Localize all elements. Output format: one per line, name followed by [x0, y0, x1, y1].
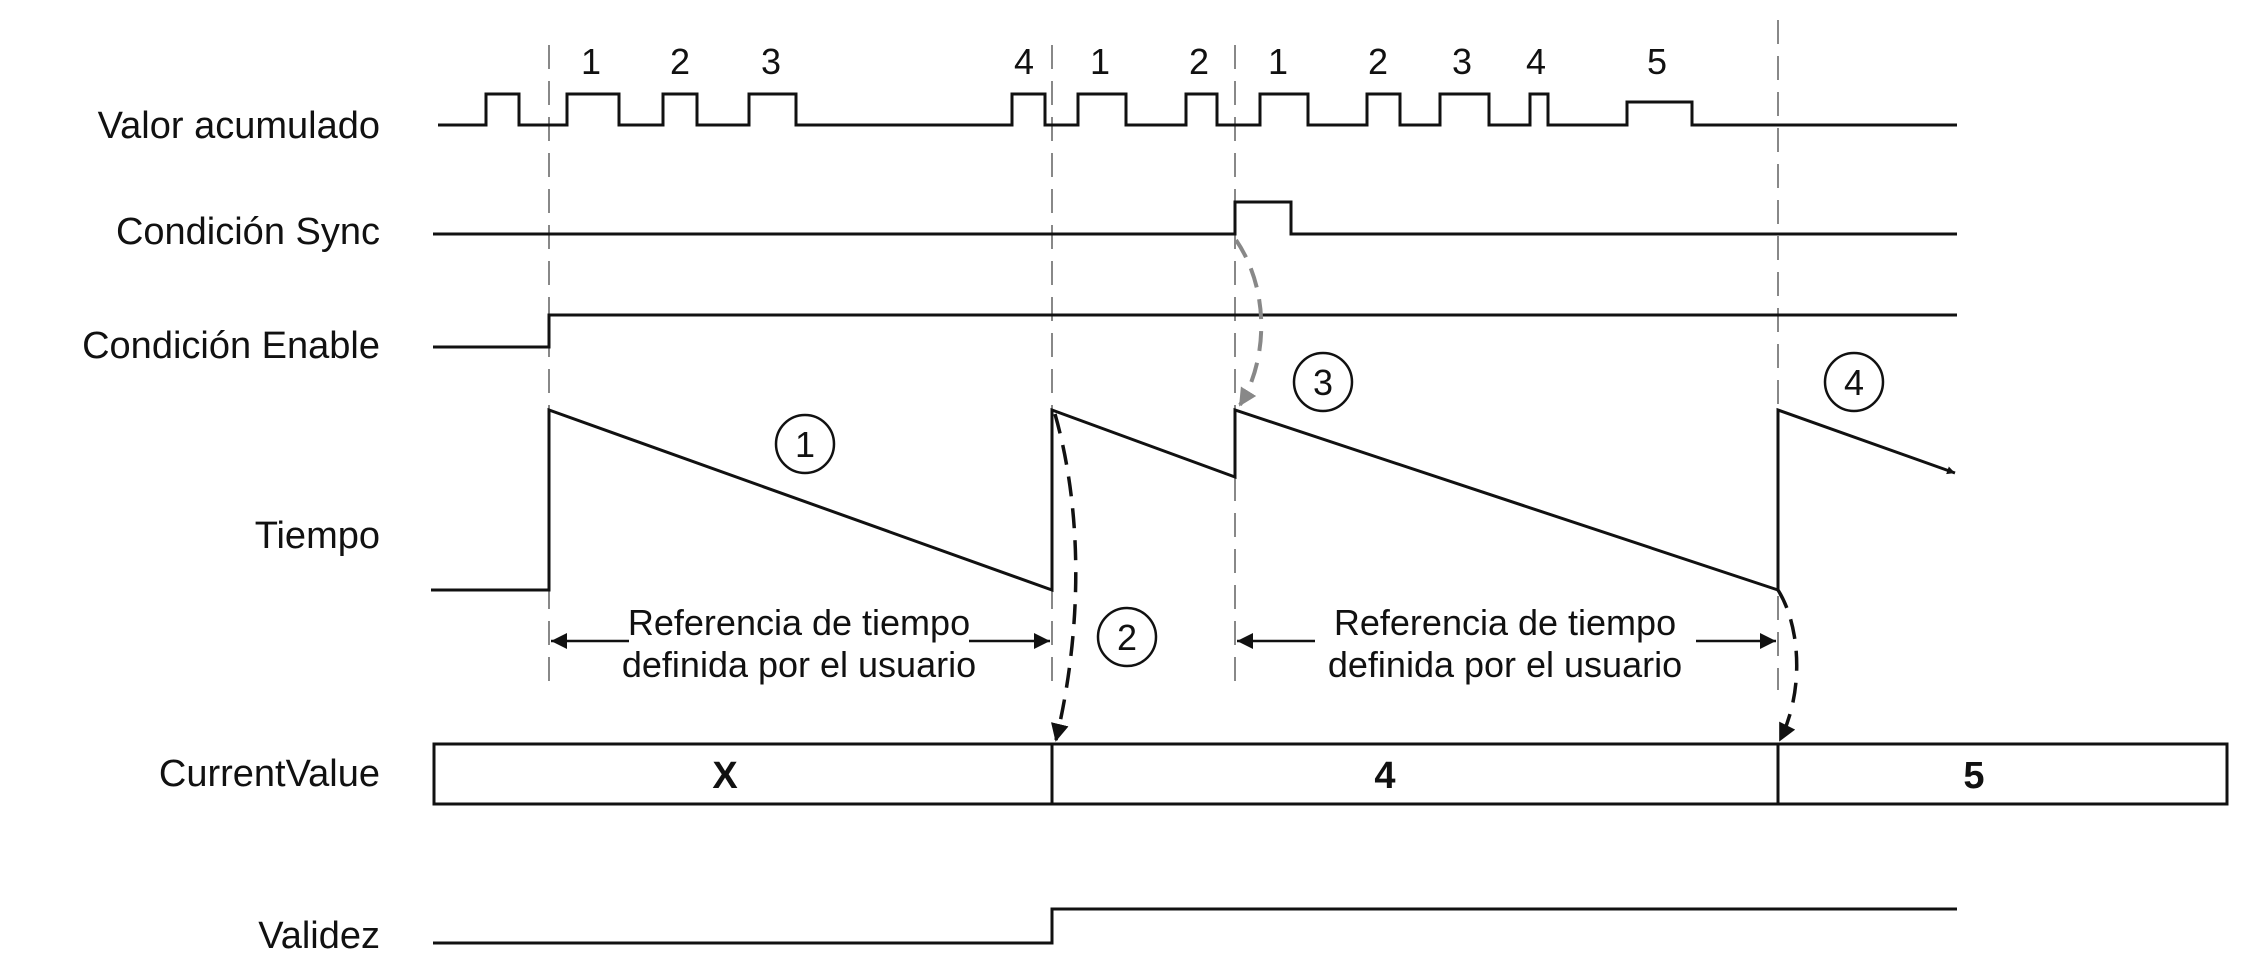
- pulse-count-label: 3: [1452, 41, 1472, 82]
- time-reference-label-line1: Referencia de tiempo: [628, 602, 970, 643]
- marker-1: 1: [774, 413, 836, 475]
- pulse-count-label: 2: [670, 41, 690, 82]
- sync-reset-arrow: [1234, 238, 1264, 407]
- validez-waveform: [433, 907, 1957, 945]
- pulse-counts: 1 2 3 4 1 2 1 2 3 4 5: [581, 41, 1667, 82]
- time-reference-label-line2: definida por el usuario: [622, 644, 976, 685]
- pulse-count-label: 2: [1368, 41, 1388, 82]
- marker-label: 2: [1117, 617, 1137, 658]
- pulse-count-label: 1: [1090, 41, 1110, 82]
- time-reference-label-line2: definida por el usuario: [1328, 644, 1682, 685]
- label-current-value: CurrentValue: [159, 753, 380, 795]
- marker-2: 2: [1096, 606, 1158, 668]
- current-value-bus: X 4 5: [432, 742, 2229, 806]
- marker-3: 3: [1292, 351, 1354, 413]
- transfer-arrow-second: [1776, 589, 1799, 742]
- tiempo-waveform: [431, 407, 1956, 593]
- current-value-box: [432, 742, 2229, 806]
- pulse-count-label: 5: [1647, 41, 1667, 82]
- label-validez: Validez: [258, 915, 380, 957]
- current-value-segment: 4: [1374, 755, 1395, 797]
- pulse-count-label: 1: [581, 41, 601, 82]
- marker-circle: [1096, 606, 1158, 668]
- marker-circle: [774, 413, 836, 475]
- current-value-segment: 5: [1963, 755, 1984, 797]
- time-reference-label-line1: Referencia de tiempo: [1334, 602, 1676, 643]
- condicion-sync-waveform: [433, 200, 1957, 236]
- pulse-count-label: 1: [1268, 41, 1288, 82]
- label-condicion-enable: Condición Enable: [82, 325, 380, 367]
- time-reference-first: Referencia de tiempo definida por el usu…: [551, 602, 1050, 685]
- label-valor-acumulado: Valor acumulado: [98, 105, 380, 147]
- marker-label: 4: [1844, 362, 1864, 403]
- time-reference-second: Referencia de tiempo definida por el usu…: [1237, 602, 1776, 685]
- label-tiempo: Tiempo: [255, 515, 380, 557]
- current-value-segment: X: [712, 755, 738, 797]
- pulse-count-label: 4: [1014, 41, 1034, 82]
- marker-4: 4: [1823, 351, 1885, 413]
- pulse-count-label: 3: [761, 41, 781, 82]
- marker-label: 1: [795, 424, 815, 465]
- marker-label: 3: [1313, 362, 1333, 403]
- pulse-count-label: 2: [1189, 41, 1209, 82]
- guide-lines: [548, 20, 1779, 690]
- marker-circle: [1292, 351, 1354, 413]
- valor-acumulado-waveform: [438, 92, 1957, 127]
- pulse-count-label: 4: [1526, 41, 1546, 82]
- marker-circle: [1823, 351, 1885, 413]
- condicion-enable-waveform: [433, 313, 1957, 349]
- transfer-arrow-first: [1051, 413, 1078, 742]
- signal-labels: Valor acumulado Condición Sync Condición…: [82, 105, 380, 957]
- label-condicion-sync: Condición Sync: [116, 211, 380, 253]
